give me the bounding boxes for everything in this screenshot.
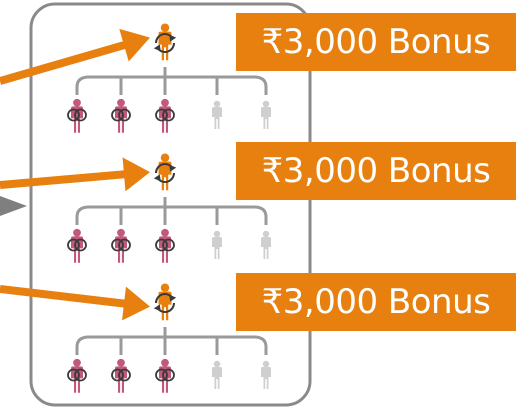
bonus-arrowhead — [122, 286, 150, 321]
bonus-arrow — [0, 285, 129, 308]
group-frame — [29, 2, 312, 407]
link-icon — [67, 108, 87, 122]
inactive-person-icon — [261, 100, 271, 129]
cycle-arrows-icon — [153, 33, 177, 53]
tree-connector — [75, 327, 268, 355]
referrer-person-icon — [158, 283, 172, 321]
referral-person-icon — [159, 358, 171, 393]
bonus-arrow — [0, 40, 130, 85]
arrows-layer — [0, 28, 150, 321]
left-pointer-triangle — [0, 196, 27, 216]
link-icon — [155, 108, 175, 122]
referral-person-icon — [159, 98, 171, 133]
tree-connector — [75, 67, 268, 95]
bonus-arrow — [0, 170, 129, 189]
referral-person-icon — [159, 228, 171, 263]
link-icon — [111, 108, 131, 122]
groups-layer — [67, 23, 271, 393]
bonus-badge: ₹3,000 Bonus — [236, 273, 516, 331]
cycle-arrows-icon — [153, 293, 177, 313]
referral-group — [67, 153, 271, 263]
link-icon — [111, 238, 131, 252]
inactive-person-icon — [261, 230, 271, 259]
link-icon — [155, 238, 175, 252]
cycle-arrows-icon — [153, 163, 177, 183]
bonus-badge: ₹3,000 Bonus — [236, 13, 516, 71]
referral-person-icon — [71, 98, 83, 133]
inactive-person-icon — [212, 360, 222, 389]
bonus-badge: ₹3,000 Bonus — [236, 142, 516, 200]
inactive-person-icon — [212, 100, 222, 129]
link-icon — [111, 368, 131, 382]
referrer-person-icon — [158, 23, 172, 61]
inactive-person-icon — [261, 360, 271, 389]
link-icon — [67, 238, 87, 252]
referral-group — [67, 23, 271, 133]
referral-person-icon — [115, 228, 127, 263]
referral-person-icon — [71, 228, 83, 263]
bonus-arrowhead — [122, 157, 150, 192]
inactive-person-icon — [212, 230, 222, 259]
referrer-person-icon — [158, 153, 172, 191]
link-icon — [67, 368, 87, 382]
referral-person-icon — [115, 98, 127, 133]
link-icon — [155, 368, 175, 382]
tree-connector — [75, 197, 268, 225]
bonus-arrowhead — [119, 28, 150, 62]
referral-person-icon — [115, 358, 127, 393]
referral-person-icon — [71, 358, 83, 393]
referral-group — [67, 283, 271, 393]
